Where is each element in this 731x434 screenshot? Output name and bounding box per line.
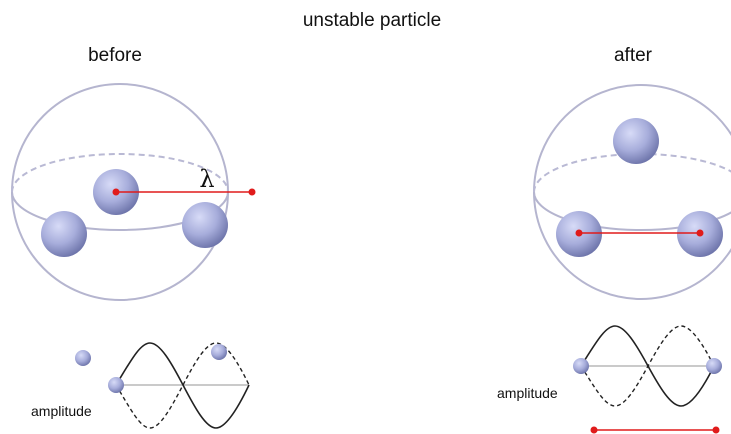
after-sphere-outline [533, 84, 731, 300]
diagram-title: unstable particle [303, 10, 441, 31]
after-label: after [614, 45, 653, 66]
after-scale-dot-start [590, 426, 598, 434]
before-amplitude-label: amplitude [31, 403, 92, 419]
before-free-ball [75, 350, 91, 366]
before-ball-left [41, 211, 87, 257]
before-wavelength-dot-start [112, 188, 120, 196]
after-wave-ball-left [573, 358, 589, 374]
after-ball-top [613, 118, 659, 164]
before-wavelength-dot-end [248, 188, 256, 196]
after-equator-front [533, 191, 731, 231]
before-wave-solid [115, 342, 250, 429]
after-wave-dashed [580, 325, 715, 407]
before-wave-ball-left [108, 377, 124, 393]
after-scale-dot-end [712, 426, 720, 434]
before-label: before [88, 45, 142, 66]
before-ball-right [182, 202, 228, 248]
after-amplitude-label: amplitude [497, 385, 558, 401]
wavelength-symbol: λ [199, 165, 214, 193]
after-wavelength-dot-end [696, 229, 704, 237]
after-wave-ball-right [706, 358, 722, 374]
after-wavelength-dot-start [575, 229, 583, 237]
after-panel: after amplitude [497, 45, 731, 434]
before-wave-ball-top [211, 344, 227, 360]
before-panel: before λ amplitude [11, 45, 256, 429]
before-equator-back [11, 153, 229, 193]
